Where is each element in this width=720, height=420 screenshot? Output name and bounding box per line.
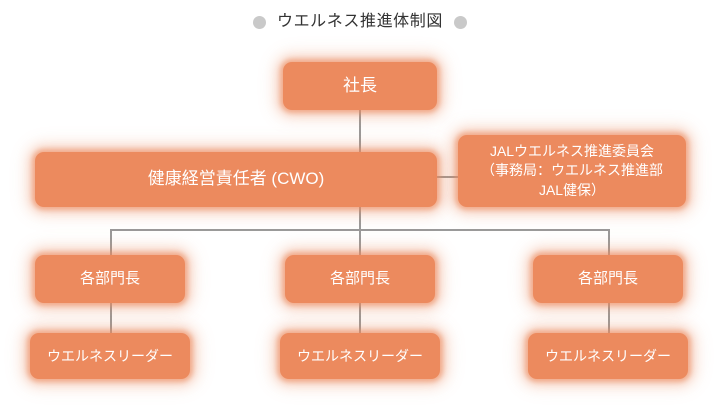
node-leader-2[interactable]: ウエルネスリーダー <box>280 333 440 379</box>
node-leader-3-label: ウエルネスリーダー <box>545 347 671 364</box>
circle-bullet-icon-left <box>252 15 266 29</box>
node-president[interactable]: 社長 <box>283 62 437 110</box>
node-manager-3[interactable]: 各部門長 <box>533 255 683 303</box>
node-manager-2[interactable]: 各部門長 <box>285 255 435 303</box>
connector-bus-to-manager-3 <box>608 229 610 271</box>
connector-bus-to-manager-1 <box>110 229 112 271</box>
node-wellness-committee[interactable]: JALウエルネス推進委員会 （事務局：ウエルネス推進部 JAL健保） <box>458 135 686 207</box>
node-manager-1[interactable]: 各部門長 <box>35 255 185 303</box>
node-leader-1[interactable]: ウエルネスリーダー <box>30 333 190 379</box>
node-manager-1-label: 各部門長 <box>79 270 140 288</box>
connector-president-to-cwo <box>359 100 361 162</box>
node-cwo[interactable]: 健康経営責任者 (CWO) <box>35 152 437 207</box>
connector-manager-to-leader-2 <box>359 296 361 346</box>
node-leader-1-label: ウエルネスリーダー <box>47 347 173 364</box>
connector-manager-to-leader-3 <box>608 296 610 346</box>
connector-bus-to-manager-2 <box>359 229 361 271</box>
node-leader-2-label: ウエルネスリーダー <box>297 347 423 364</box>
node-cwo-label: 健康経営責任者 (CWO) <box>147 169 325 189</box>
node-manager-2-label: 各部門長 <box>329 270 390 288</box>
chart-title-text: ウエルネス推進体制図 <box>276 13 443 30</box>
node-manager-3-label: 各部門長 <box>577 270 638 288</box>
circle-bullet-icon-right <box>454 15 467 29</box>
connector-cwo-to-bus <box>359 200 361 231</box>
node-leader-3[interactable]: ウエルネスリーダー <box>528 333 688 379</box>
node-wellness-committee-label: JALウエルネス推進委員会 （事務局：ウエルネス推進部 JAL健保） <box>481 143 663 198</box>
chart-title: ウエルネス推進体制図 <box>0 14 720 30</box>
connector-manager-to-leader-1 <box>110 296 112 346</box>
node-president-label: 社長 <box>343 75 377 95</box>
